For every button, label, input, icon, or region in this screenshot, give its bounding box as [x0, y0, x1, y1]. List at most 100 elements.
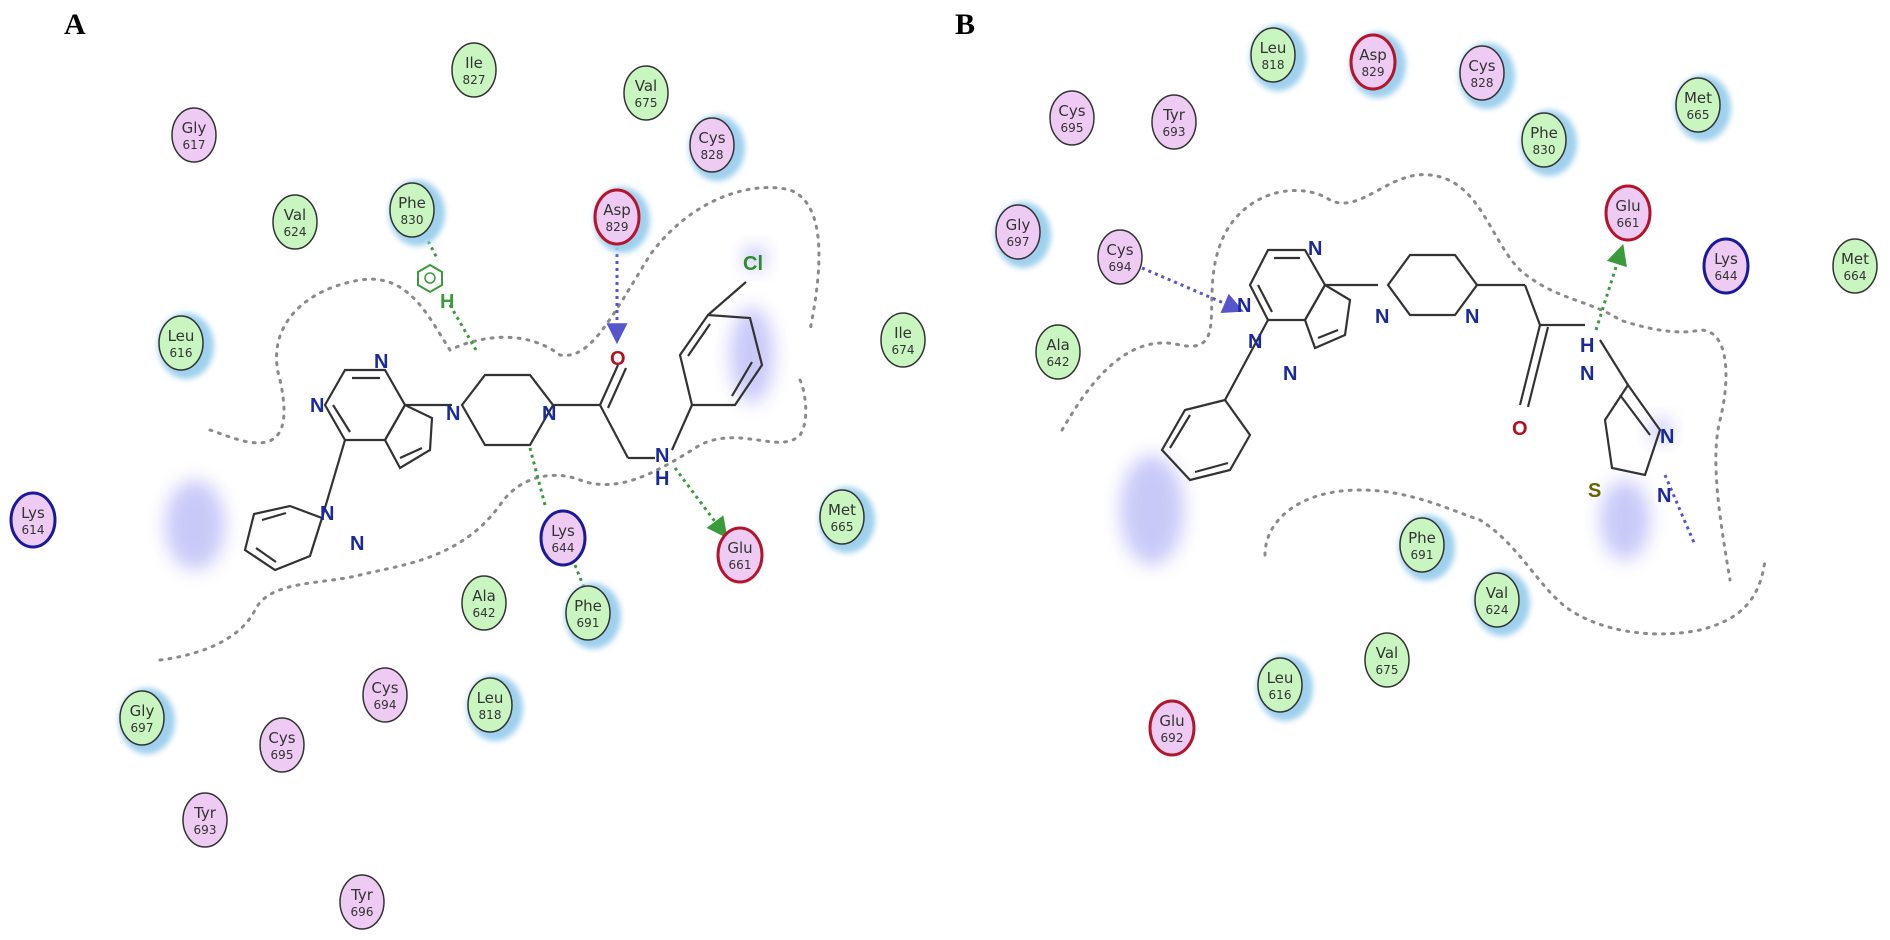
residue-name: Cys [1468, 57, 1495, 75]
residue-number: 616 [170, 346, 193, 360]
pyrimidine-ring [323, 368, 407, 442]
phenyl-ring [243, 504, 324, 572]
residue-disc [1474, 572, 1520, 628]
residue-disc [1148, 699, 1196, 757]
residue-name: Cys [371, 679, 398, 697]
residue-disc [593, 188, 641, 246]
residue-disc [259, 717, 305, 773]
residue-name: Gly [130, 702, 155, 720]
residue-name: Val [1486, 584, 1508, 602]
residue-number: 692 [1161, 731, 1184, 745]
phenyl-ring [1160, 398, 1252, 482]
nitrogen-atom-label: N [310, 395, 324, 417]
pocket-contour [208, 186, 821, 445]
pyrazole-ring [1303, 283, 1352, 350]
hydrogen-atom-label: H [1580, 335, 1594, 357]
residue-number: 675 [635, 96, 658, 110]
chlorine-atom-label: Cl [743, 253, 763, 275]
residue-number: 644 [1715, 269, 1738, 283]
panel-b-ligand-structure: N N N N N N N H O N N S [1060, 173, 1767, 636]
residue-disc [1604, 184, 1652, 242]
residue-disc [623, 65, 669, 121]
residue-name: Lys [551, 522, 575, 540]
residue-number: 661 [729, 558, 752, 572]
residue-name: Leu [477, 689, 504, 707]
residue-name: Tyr [350, 886, 374, 904]
nitrogen-atom-label: N [350, 533, 364, 555]
residue-name: Phe [1530, 124, 1558, 142]
residue-disc [819, 489, 865, 545]
pocket-contour [1060, 173, 1732, 582]
residue-disc [1832, 238, 1878, 294]
nitrogen-atom-label: N [1237, 295, 1251, 317]
residue-number: 691 [1411, 548, 1434, 562]
residue-number: 695 [1061, 121, 1084, 135]
pyrazole-ring [383, 403, 434, 470]
piperazine-ring [1386, 253, 1479, 317]
piperazine-ring [460, 373, 555, 447]
hydrogen-atom-label: H [440, 291, 454, 313]
contact-line [1663, 474, 1697, 546]
residue-disc [272, 194, 318, 250]
residue-disc [158, 315, 204, 371]
residue-name: Ala [472, 587, 496, 605]
residue-name: Val [1376, 644, 1398, 662]
residue-disc [1459, 45, 1505, 101]
residue-name: Phe [574, 597, 602, 615]
residue-name: Cys [1106, 241, 1133, 259]
pocket-contour [158, 378, 808, 662]
residue-number: 695 [271, 748, 294, 762]
residue-name: Ile [894, 324, 912, 342]
residue-number: 827 [463, 73, 486, 87]
residue-number: 642 [1047, 355, 1070, 369]
residue-number: 617 [183, 138, 206, 152]
residue-name: Val [635, 77, 657, 95]
residue-number: 661 [1617, 216, 1640, 230]
residue-disc [880, 312, 926, 368]
residue-name: Glu [727, 539, 752, 557]
residue-name: Met [828, 501, 856, 519]
residue-number: 642 [473, 606, 496, 620]
residue-name: Met [1684, 89, 1712, 107]
residue-number: 697 [131, 721, 154, 735]
residue-disc [1049, 90, 1095, 146]
residue-number: 691 [577, 616, 600, 630]
residue-disc [389, 182, 435, 238]
hbond-line [448, 304, 478, 351]
residue-number: 693 [194, 823, 217, 837]
residue-number: 694 [374, 698, 397, 712]
residue-disc [689, 117, 735, 173]
residue-disc [1151, 94, 1197, 150]
residue-disc [9, 491, 57, 549]
residue-name: Cys [698, 129, 725, 147]
residue-number: 830 [1533, 143, 1556, 157]
nitrogen-atom-label: N [655, 445, 669, 467]
hydrogen-atom-label: H [655, 468, 669, 490]
hbond-donor-line [1594, 243, 1627, 331]
hbond-donor-line [673, 467, 728, 539]
panel-a-ligand-structure: N N N N N N N H O Cl H [158, 186, 821, 662]
nitrogen-atom-label: N [1465, 306, 1479, 328]
nitrogen-atom-label: N [1283, 363, 1297, 385]
residue-name: Cys [268, 729, 295, 747]
